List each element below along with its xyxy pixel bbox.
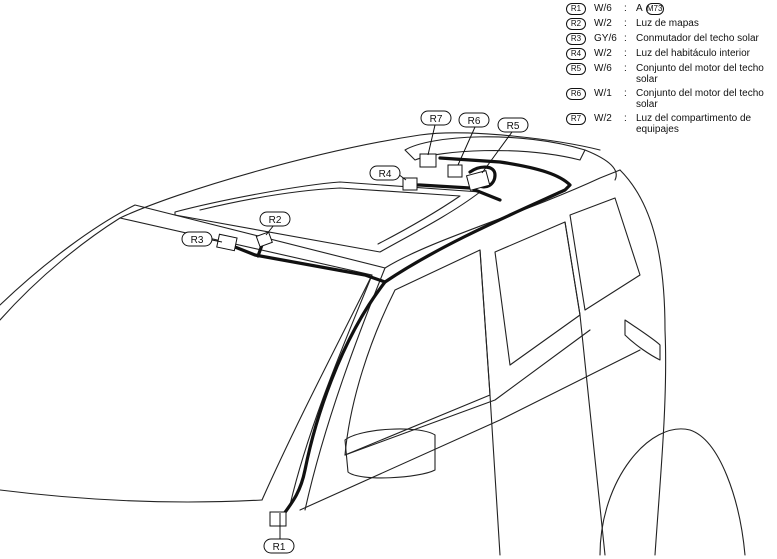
- legend-row: R6 W/1 : Conjunto del motor del techo so…: [566, 88, 774, 110]
- legend-id: R4: [566, 48, 586, 60]
- connector-r5: [465, 170, 491, 191]
- connector-r7: [419, 153, 437, 168]
- svg-text:R3: R3: [191, 235, 204, 246]
- legend-desc: Luz del habitáculo interior: [636, 48, 750, 59]
- leader-r3: [211, 239, 223, 243]
- legend-row: R3 GY/6 : Conmutador del techo solar: [566, 33, 774, 45]
- legend-colon: :: [624, 3, 627, 14]
- connector-r3: [216, 233, 238, 252]
- legend-id: R6: [566, 88, 586, 100]
- front-door-window: [344, 249, 491, 456]
- rear-wheel-arch: [599, 428, 746, 556]
- legend-colon: :: [624, 63, 627, 74]
- legend-desc: Luz de mapas: [636, 18, 699, 29]
- callout-r5: R5: [497, 117, 529, 133]
- legend-wire: W/2: [594, 18, 612, 29]
- legend-wire: W/6: [594, 63, 612, 74]
- legend-row: R2 W/2 : Luz de mapas: [566, 18, 774, 30]
- sunroof-inner: [199, 187, 461, 245]
- svg-text:R5: R5: [507, 121, 520, 132]
- svg-text:R6: R6: [468, 116, 481, 127]
- callout-r2: R2: [259, 211, 291, 227]
- leader-r6: [457, 126, 476, 166]
- legend-id: R5: [566, 63, 586, 75]
- legend-colon: :: [624, 18, 627, 29]
- legend-id: R2: [566, 18, 586, 30]
- roof-side-edge: [384, 169, 621, 269]
- a-pillar: [289, 267, 386, 511]
- legend-wire: W/1: [594, 88, 612, 99]
- windshield-outline: [0, 217, 373, 501]
- callout-r7: R7: [420, 110, 452, 126]
- connector-r6: [447, 164, 463, 178]
- callout-r6: R6: [458, 112, 490, 128]
- callout-r4: R4: [369, 165, 401, 181]
- svg-text:R2: R2: [269, 215, 282, 226]
- legend-colon: :: [624, 33, 627, 44]
- legend-desc: Conjunto del motor del techo solar: [636, 63, 764, 85]
- legend-wire: GY/6: [594, 33, 617, 44]
- legend-colon: :: [624, 113, 627, 124]
- roof-rear: [584, 149, 617, 181]
- svg-text:R4: R4: [379, 169, 392, 180]
- svg-text:R7: R7: [430, 114, 443, 125]
- legend-desc: Conmutador del techo solar: [636, 33, 759, 44]
- leader-r5: [481, 131, 513, 174]
- legend-id: R3: [566, 33, 586, 45]
- legend-row: R7 W/2 : Luz del compartimento de equipa…: [566, 113, 774, 135]
- legend-row: R4 W/2 : Luz del habitáculo interior: [566, 48, 774, 60]
- legend-wire: W/2: [594, 113, 612, 124]
- b-pillar: [479, 249, 501, 556]
- harness-roof-front: [228, 243, 387, 284]
- legend-id: R7: [566, 113, 586, 125]
- tail-light: [624, 319, 661, 361]
- door-line: [344, 329, 591, 456]
- legend-desc: Luz del compartimento de equipajes: [636, 113, 752, 135]
- leader-r2: [265, 224, 275, 236]
- hood-line: [0, 489, 263, 503]
- body-crease: [299, 349, 641, 511]
- side-mirror: [344, 428, 436, 479]
- harness-main: [276, 156, 572, 524]
- roof-rail: [404, 136, 586, 161]
- legend-row: R5 W/6 : Conjunto del motor del techo so…: [566, 63, 774, 85]
- callout-r3: R3: [181, 231, 213, 247]
- legend-colon: :: [624, 48, 627, 59]
- quarter-window: [569, 197, 641, 311]
- legend-wire: W/6: [594, 3, 612, 14]
- legend-colon: :: [624, 88, 627, 99]
- legend-desc: Conjunto del motor del techo solar: [636, 88, 764, 110]
- connector-r4: [402, 177, 418, 191]
- callout-r1: R1: [263, 538, 295, 554]
- legend-wire: W/2: [594, 48, 612, 59]
- legend-id: R1: [566, 3, 586, 15]
- windshield-frame: [0, 204, 386, 306]
- harness-r2-branch: [256, 243, 264, 258]
- legend-desc-text: A: [636, 3, 643, 14]
- rear-body: [619, 169, 667, 556]
- connector-r2: [255, 231, 273, 248]
- legend-ref: M73: [645, 3, 664, 15]
- rear-door-window: [494, 221, 581, 366]
- svg-text:R1: R1: [273, 542, 286, 553]
- roof-front-edge: [119, 132, 601, 219]
- c-pillar: [564, 221, 606, 556]
- leader-r7: [427, 124, 436, 156]
- connector-r1: [269, 511, 287, 527]
